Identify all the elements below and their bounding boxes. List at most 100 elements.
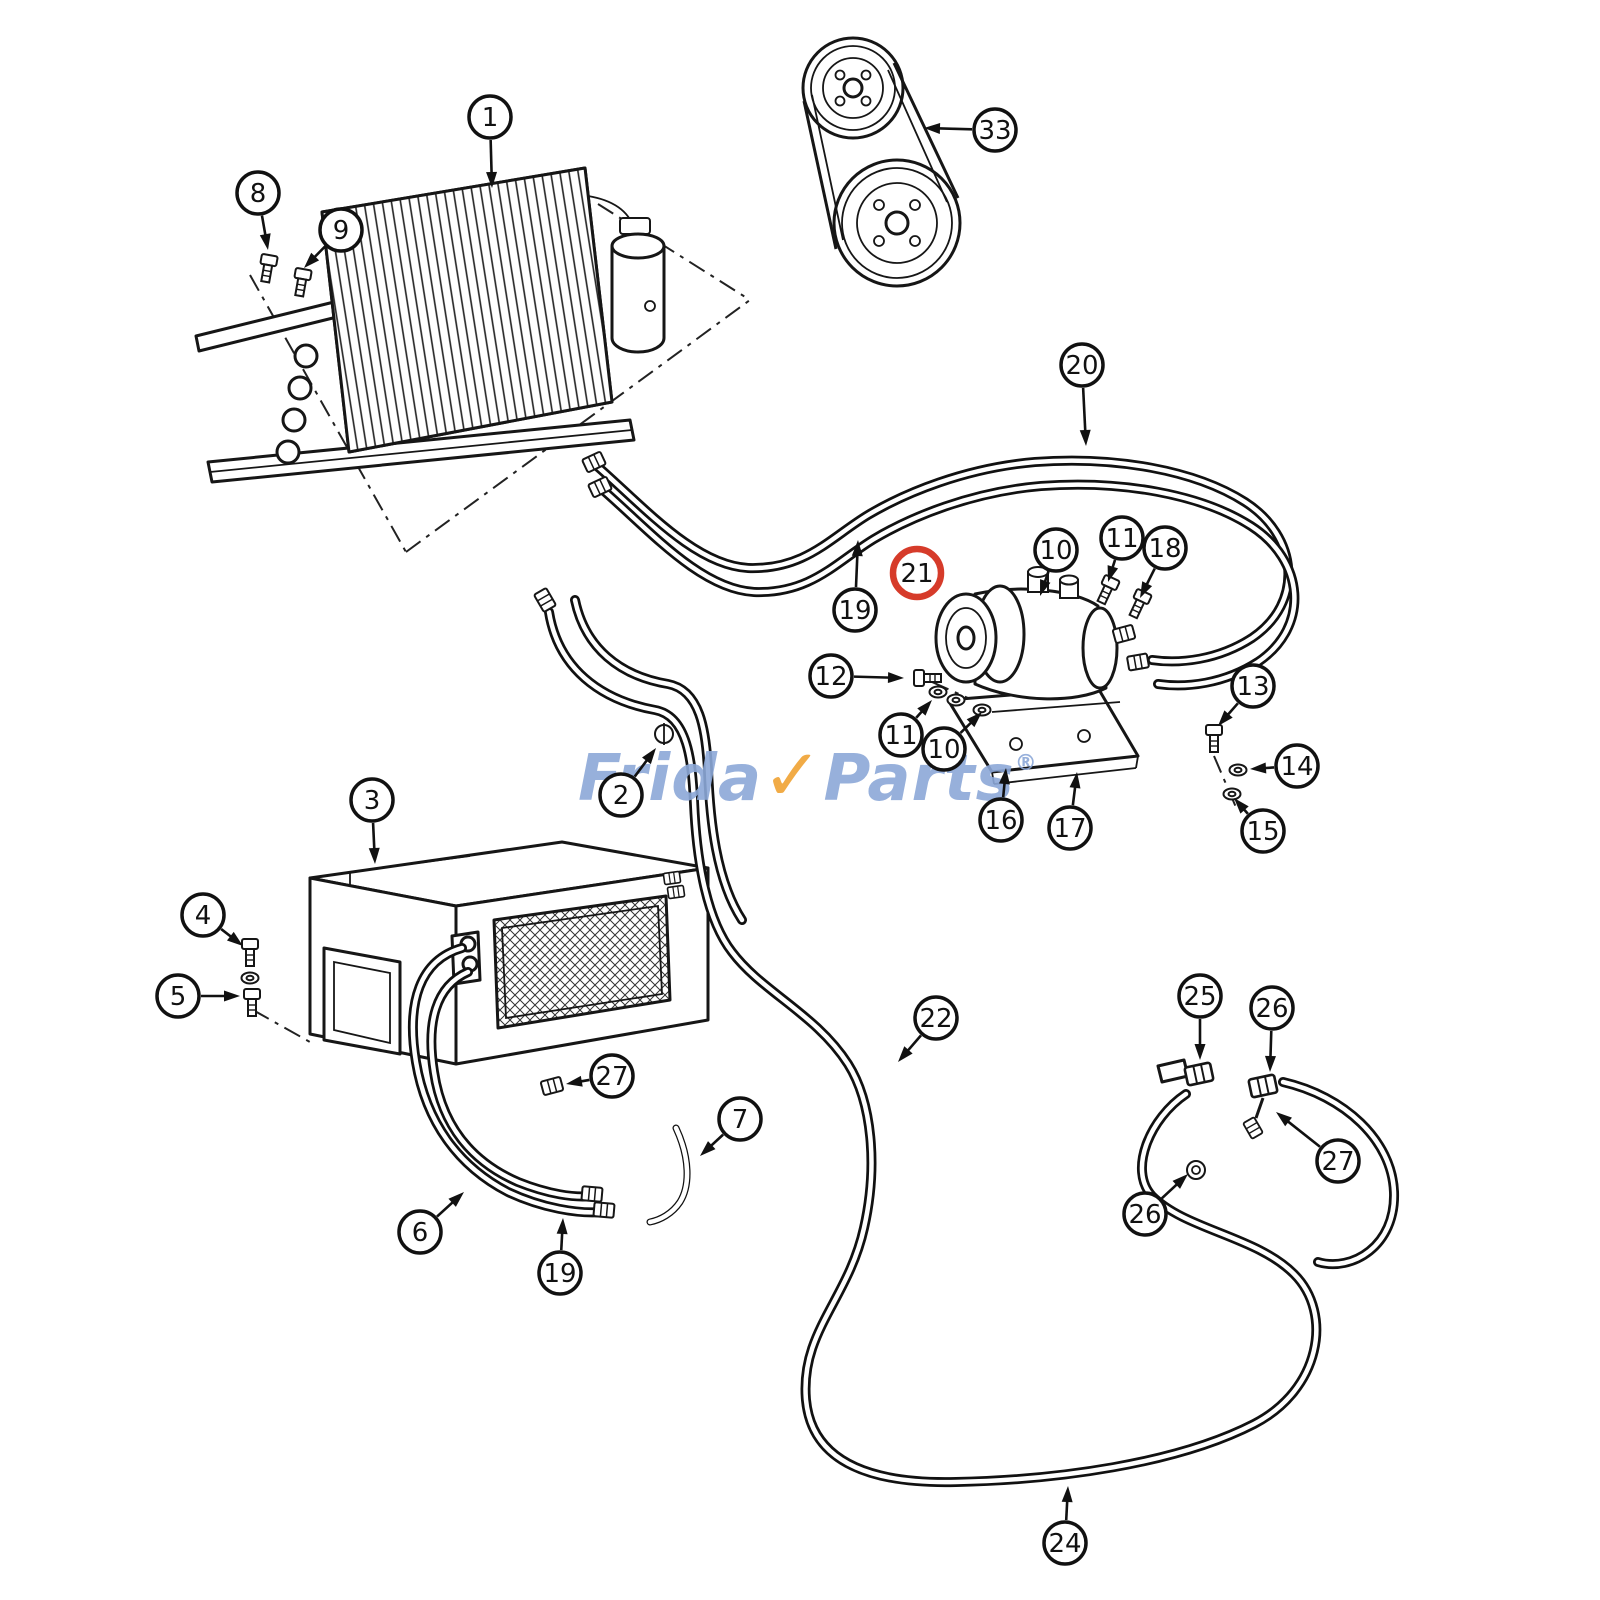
callout-arrowhead [1107,565,1119,582]
callout-27-22: 27 [566,1053,635,1099]
callout-circle [537,1250,583,1296]
condenser-coil-loops [275,343,319,465]
callout-12-10: 12 [808,653,904,699]
callout-number: 27 [595,1062,628,1092]
hose-20-long-loop-core [594,458,1291,664]
callout-1-0: 1 [467,94,513,188]
callout-leader [935,127,973,131]
callout-arrowhead [851,540,863,557]
callout-number: 11 [1105,524,1138,554]
callout-arrowhead [556,1218,568,1235]
fitting-27-left [539,1075,565,1097]
callout-arrowhead [887,672,904,684]
callout-circle [1047,805,1093,851]
callout-leader [1081,387,1087,435]
callout-number: 21 [900,559,933,589]
callout-circle [1249,985,1295,1031]
callout-number: 27 [1321,1147,1354,1177]
callout-arrowhead [1069,772,1081,789]
callout-number: 9 [333,216,350,246]
callout-11-11: 11 [878,700,932,758]
callout-circle [972,107,1018,153]
fitting-26-upper [1247,1073,1279,1099]
callout-circle [1315,1138,1361,1184]
callout-circle [921,726,967,772]
callout-number: 13 [1236,672,1269,702]
callout-circle [589,1053,635,1099]
callout-circle [1033,527,1079,573]
callout-number: 24 [1048,1529,1081,1559]
callout-18-9: 18 [1140,525,1188,598]
fitting-25 [1183,1061,1215,1087]
drive-belt [802,62,960,250]
callout-arrowhead [566,1075,583,1087]
callout-circle [913,995,959,1041]
callout-number: 19 [838,596,871,626]
callout-circle [1240,808,1286,854]
callout-19-5: 19 [832,540,878,633]
hose-middle-parallel-core [572,597,745,923]
callout-arrowhead [224,990,240,1002]
watermark-check-icon: ✓ [762,733,823,817]
callout-circle [349,777,395,823]
callout-22-26: 22 [898,995,959,1062]
callout-circle [1042,1520,1088,1566]
callout-number: 12 [814,662,847,692]
callout-circle [1122,1191,1168,1237]
callout-number: 20 [1065,351,1098,381]
callout-number: 33 [978,116,1011,146]
callout-arrowhead [924,122,941,134]
callout-arrowhead [368,847,380,864]
callout-number: 7 [732,1105,749,1135]
callout-leader [1269,1030,1273,1061]
callout-25-27: 25 [1177,973,1223,1060]
condenser-elbow-fitting [532,586,558,614]
callout-10-7: 10 [1033,527,1079,596]
callout-26-28: 26 [1249,985,1295,1072]
callout-arrowhead [966,712,982,728]
callout-10-12: 10 [921,712,982,772]
watermark-registered: ® [1015,751,1038,776]
callout-arrowhead [259,233,271,250]
evaporator-assembly [308,840,710,1066]
hose-fittings [532,450,1279,1219]
hose-7-drain-core [647,1125,690,1225]
callout-number: 2 [613,781,630,811]
fitting-cap-26 [1186,1160,1206,1180]
evaporator-duct-opening [322,946,402,1056]
callout-24-31: 24 [1042,1486,1088,1566]
condenser-rail-top [194,300,339,353]
hose-19-parallel-loop-core [600,482,1297,688]
callout-circle [978,797,1024,843]
highlight-ring [889,545,945,601]
callout-15-17: 15 [1234,798,1286,854]
callout-13-15: 13 [1218,663,1276,726]
callout-number: 19 [543,1259,576,1289]
callout-arrowhead [642,748,656,765]
callout-arrowhead [1276,1112,1292,1127]
callout-number: 26 [1128,1200,1161,1230]
callout-number: 4 [195,901,212,931]
callout-circle [808,653,854,699]
callout-circle [878,712,924,758]
callout-number: 15 [1246,817,1279,847]
callout-number: 26 [1255,994,1288,1024]
callout-circle [1177,973,1223,1019]
callout-circle [1230,663,1276,709]
callout-20-4: 20 [1059,342,1105,446]
compressor-rear-head [1081,606,1119,690]
callout-circle [598,772,644,818]
callout-arrowhead [1265,1055,1276,1072]
callout-circle [467,94,513,140]
callout-9-2: 9 [304,207,364,268]
callout-arrowhead [226,931,243,946]
callout-3-19: 3 [349,777,395,864]
callout-number: 17 [1053,814,1086,844]
callout-circle [155,973,201,1019]
callout-circle [717,1096,763,1142]
callout-7-23: 7 [700,1096,763,1156]
callout-number: 3 [364,786,381,816]
callout-circle [832,587,878,633]
